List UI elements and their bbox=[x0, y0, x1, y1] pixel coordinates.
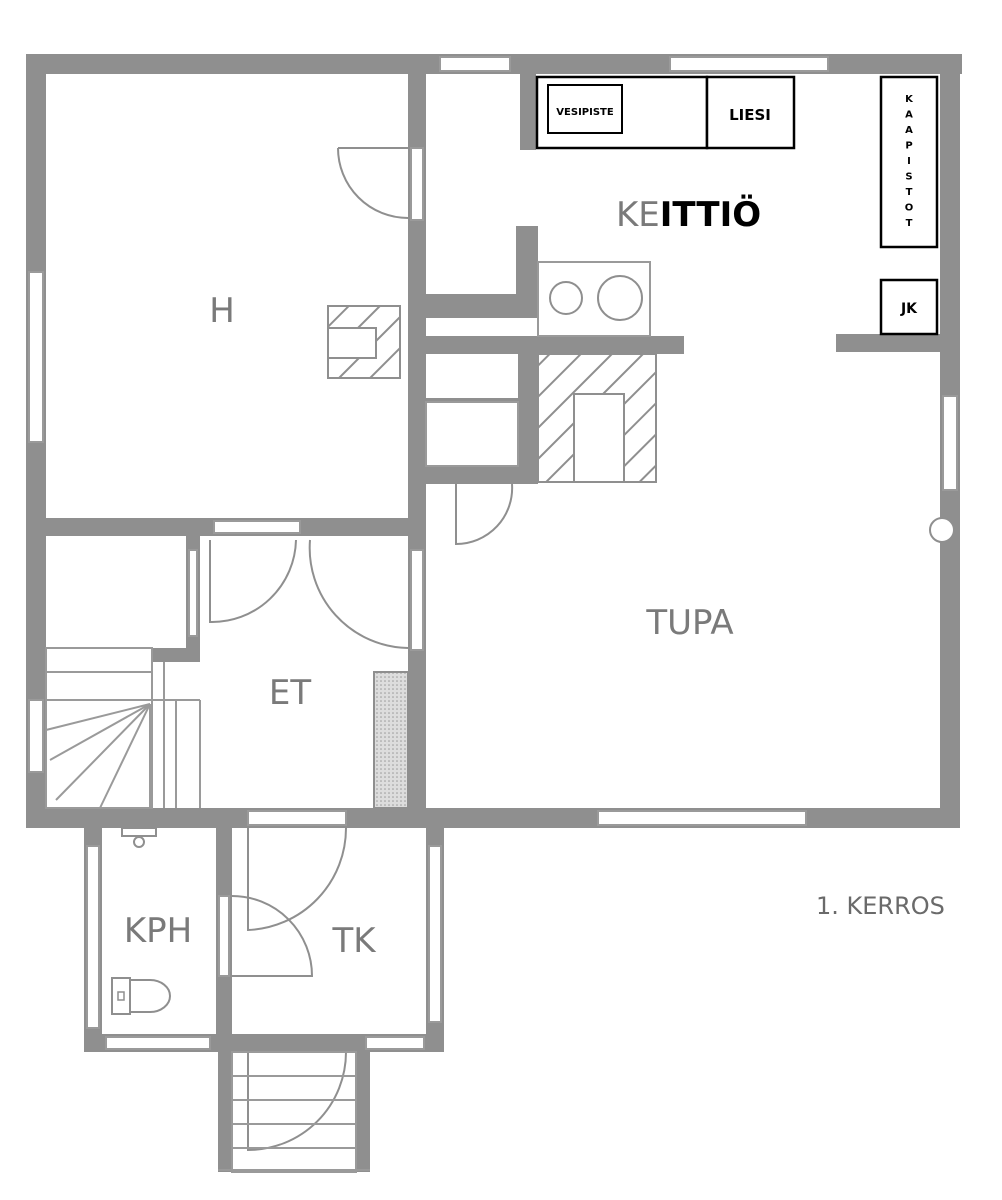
window-annex-bottom-1 bbox=[105, 1036, 211, 1050]
vent-circle-icon bbox=[929, 517, 955, 543]
chimney-vents bbox=[425, 318, 538, 467]
kitchen-counter: VESIPISTE LIESI bbox=[535, 75, 796, 150]
range-hob bbox=[537, 261, 651, 337]
door-h[interactable] bbox=[337, 147, 409, 219]
burner-icon bbox=[597, 275, 643, 321]
kaapistot-letter: A bbox=[905, 125, 913, 136]
door-closet[interactable] bbox=[209, 539, 297, 624]
window-left-1 bbox=[28, 271, 44, 443]
window-et-frame bbox=[410, 549, 424, 651]
vesipiste-box bbox=[547, 84, 623, 134]
fireplace-h bbox=[327, 305, 401, 379]
interior-walls bbox=[46, 74, 940, 808]
vesipiste-label: VESIPISTE bbox=[556, 107, 614, 118]
window-annex-bottom-2 bbox=[365, 1036, 425, 1050]
kaapistot-letter: S bbox=[905, 172, 912, 183]
door-frame-tk bbox=[247, 810, 347, 826]
kaapistot-letter: P bbox=[905, 141, 912, 152]
burner-icon bbox=[549, 281, 583, 315]
room-label-tk: TK bbox=[331, 921, 377, 961]
wall-chimney-north bbox=[516, 226, 538, 294]
kaapistot-letter: T bbox=[906, 187, 913, 198]
kaapistot-letter: T bbox=[906, 218, 913, 229]
liesi-label: LIESI bbox=[729, 106, 771, 124]
window-closet-frame bbox=[188, 549, 198, 637]
door-chimney-room[interactable] bbox=[455, 483, 514, 546]
sink-icon bbox=[121, 827, 157, 848]
wall-kitchen-stub bbox=[520, 74, 536, 150]
door-et-tupa[interactable] bbox=[308, 539, 409, 649]
masonry-heater bbox=[537, 353, 657, 483]
kaapistot-letter: I bbox=[907, 156, 911, 167]
room-label-et: ET bbox=[269, 673, 311, 713]
outer-walls bbox=[26, 54, 962, 828]
doors bbox=[209, 147, 514, 1152]
wall-chimney-block bbox=[426, 294, 538, 318]
room-label-tupa: TUPA bbox=[645, 603, 733, 643]
kaapistot-letter: K bbox=[905, 94, 914, 105]
room-label-kph: KPH bbox=[124, 911, 192, 951]
window-top-1 bbox=[439, 56, 511, 72]
wall-kitchen-divider bbox=[426, 336, 684, 354]
jk-cabinet: JK bbox=[879, 278, 939, 336]
wall-stair-top bbox=[152, 648, 200, 662]
wall-chimney-west bbox=[518, 354, 538, 484]
wall-h-east bbox=[408, 74, 426, 524]
jk-label: JK bbox=[900, 301, 918, 317]
toilet-icon bbox=[111, 977, 171, 1015]
wall-jk-stub bbox=[836, 334, 940, 352]
floor-label: 1. KERROS bbox=[816, 892, 945, 920]
door-frame-kph bbox=[218, 895, 230, 977]
kaapistot-letter: O bbox=[905, 203, 914, 214]
wardrobe bbox=[373, 671, 409, 809]
door-tk-et[interactable] bbox=[247, 827, 348, 932]
window-tk bbox=[428, 845, 442, 1023]
window-right-1 bbox=[942, 395, 958, 491]
room-label-h: H bbox=[209, 291, 235, 331]
window-kph bbox=[86, 845, 100, 1029]
windows bbox=[28, 56, 958, 826]
liesi-box bbox=[705, 75, 796, 150]
keittio-gray-part: KE bbox=[616, 195, 660, 235]
keittio-dark-part: ITTIÖ bbox=[660, 194, 761, 235]
window-bottom-1 bbox=[597, 810, 807, 826]
window-top-2 bbox=[669, 56, 829, 72]
wall-tupa-north bbox=[426, 466, 538, 484]
window-h-door-frame bbox=[410, 147, 424, 221]
entrance-steps bbox=[218, 1051, 370, 1173]
window-left-2 bbox=[28, 699, 44, 773]
door-kph-tk[interactable] bbox=[231, 895, 314, 977]
wall-bottom bbox=[26, 808, 960, 828]
kaapistot-letter: A bbox=[905, 110, 913, 121]
window-interior-1 bbox=[213, 520, 301, 534]
annex-walls bbox=[84, 810, 444, 1052]
room-label-keittio: KEITTIÖ bbox=[616, 194, 761, 235]
stairs bbox=[45, 647, 201, 809]
